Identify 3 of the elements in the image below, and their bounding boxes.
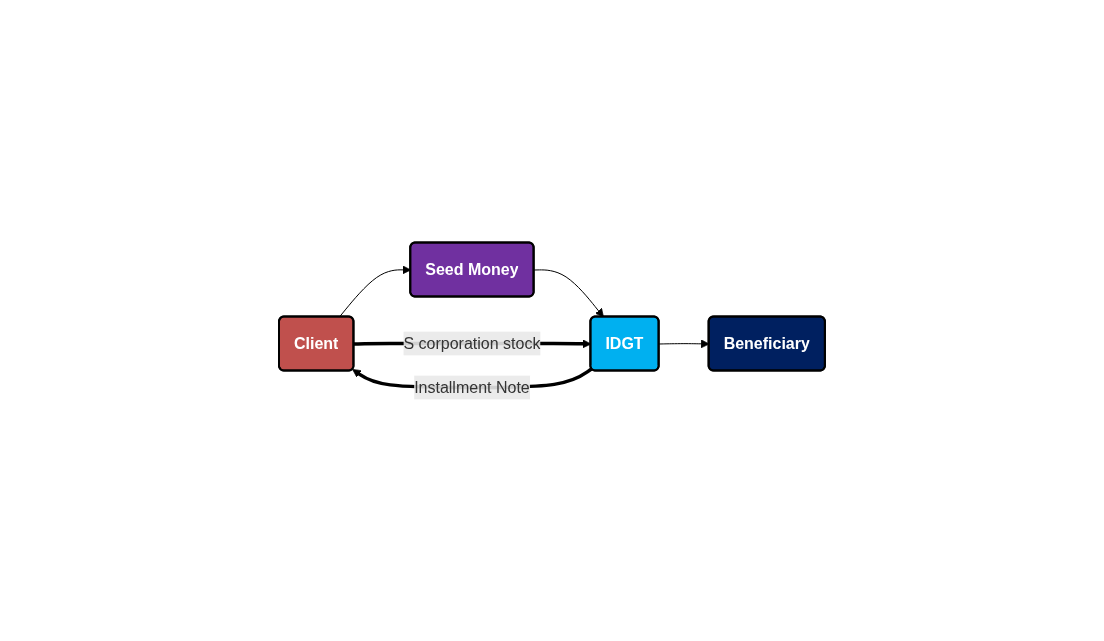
- edge-label: Installment Note: [414, 378, 530, 395]
- edge-label: S corporation stock: [403, 334, 541, 351]
- arrow: [533, 268, 604, 317]
